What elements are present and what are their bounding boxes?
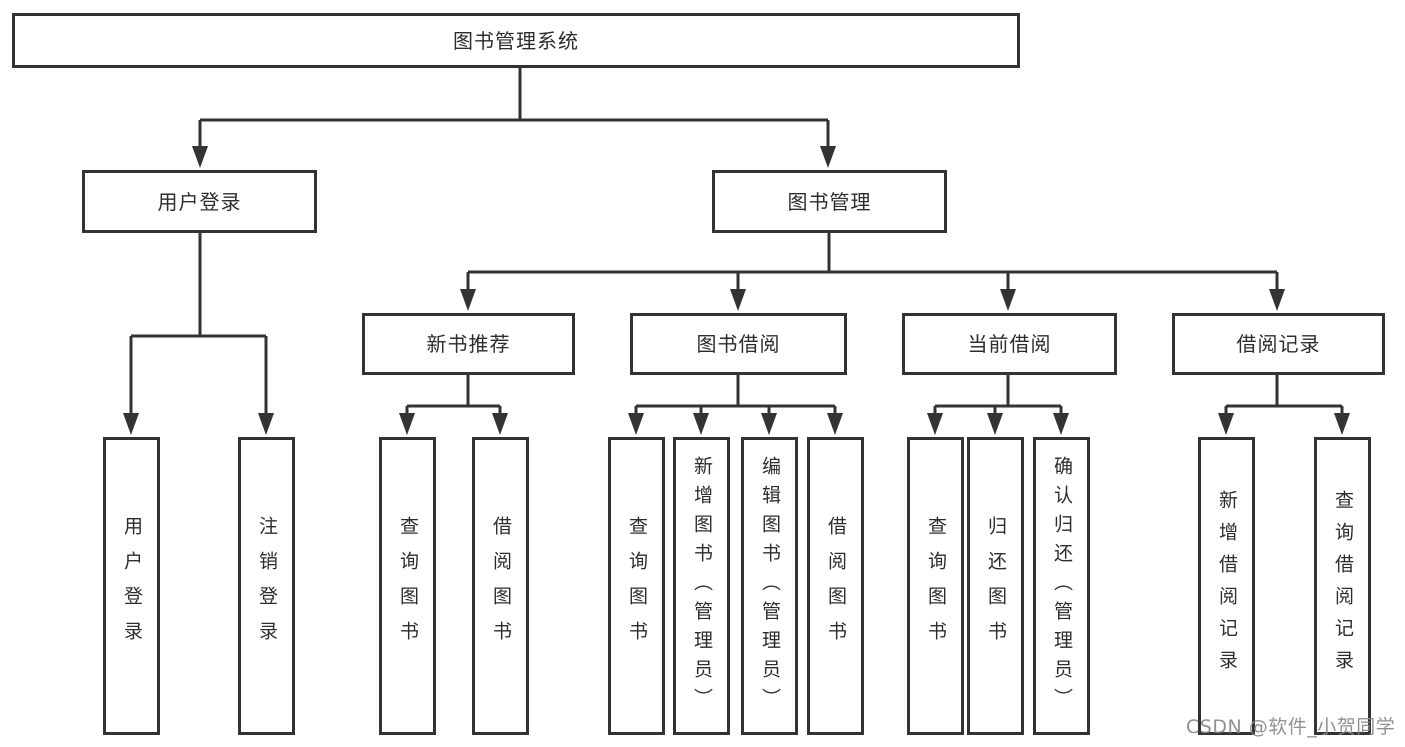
leaf-logout: 注销登录 xyxy=(238,437,295,735)
node-new-book-recommendation: 新书推荐 xyxy=(362,313,575,375)
leaf-query-books-recommend: 查询图书 xyxy=(379,437,436,735)
node-label: 借阅记录 xyxy=(1236,332,1321,356)
arrowheads xyxy=(123,146,1350,435)
node-label: 新增图书（管理员） xyxy=(691,455,713,717)
leaf-borrow-books: 借阅图书 xyxy=(807,437,864,735)
leaf-return-books: 归还图书 xyxy=(967,437,1024,735)
node-label: 图书借阅 xyxy=(696,332,781,356)
node-label: 图书管理系统 xyxy=(453,28,579,53)
node-label: 借阅图书 xyxy=(825,516,847,656)
node-label: 用户登录 xyxy=(121,516,143,656)
node-current-borrowing: 当前借阅 xyxy=(902,313,1117,375)
leaf-borrow-books-recommend: 借阅图书 xyxy=(472,437,529,735)
node-label: 查询图书 xyxy=(397,516,419,656)
node-label: 归还图书 xyxy=(985,516,1007,656)
leaf-confirm-return-admin: 确认归还（管理员） xyxy=(1033,437,1090,735)
connector-strokes xyxy=(129,68,1344,416)
node-label: 用户登录 xyxy=(157,189,242,214)
leaf-query-books-borrow: 查询图书 xyxy=(608,437,665,735)
leaf-edit-books-admin: 编辑图书（管理员） xyxy=(741,437,798,735)
node-book-borrowing: 图书借阅 xyxy=(630,313,847,375)
node-label: 注销登录 xyxy=(256,516,278,656)
leaf-add-borrow-record: 新增借阅记录 xyxy=(1198,437,1255,735)
node-label: 借阅图书 xyxy=(490,516,512,656)
node-label: 编辑图书（管理员） xyxy=(759,455,781,717)
node-label: 当前借阅 xyxy=(967,332,1052,356)
node-user-login: 用户登录 xyxy=(82,170,317,233)
leaf-query-books-current: 查询图书 xyxy=(907,437,964,735)
leaf-query-borrow-record: 查询借阅记录 xyxy=(1314,437,1371,735)
node-borrowing-records: 借阅记录 xyxy=(1172,313,1385,375)
leaf-add-books-admin: 新增图书（管理员） xyxy=(673,437,730,735)
node-label: 新增借阅记录 xyxy=(1216,490,1238,682)
node-label: 查询图书 xyxy=(925,516,947,656)
node-library-management-system: 图书管理系统 xyxy=(12,13,1020,68)
node-label: 图书管理 xyxy=(787,189,872,214)
node-label: 查询图书 xyxy=(626,516,648,656)
node-book-management: 图书管理 xyxy=(712,170,947,233)
node-label: 查询借阅记录 xyxy=(1332,490,1354,682)
node-label: 确认归还（管理员） xyxy=(1051,455,1073,717)
leaf-user-login: 用户登录 xyxy=(103,437,160,735)
node-label: 新书推荐 xyxy=(426,332,511,356)
csdn-watermark: CSDN @软件_小贺同学 xyxy=(1186,716,1396,738)
